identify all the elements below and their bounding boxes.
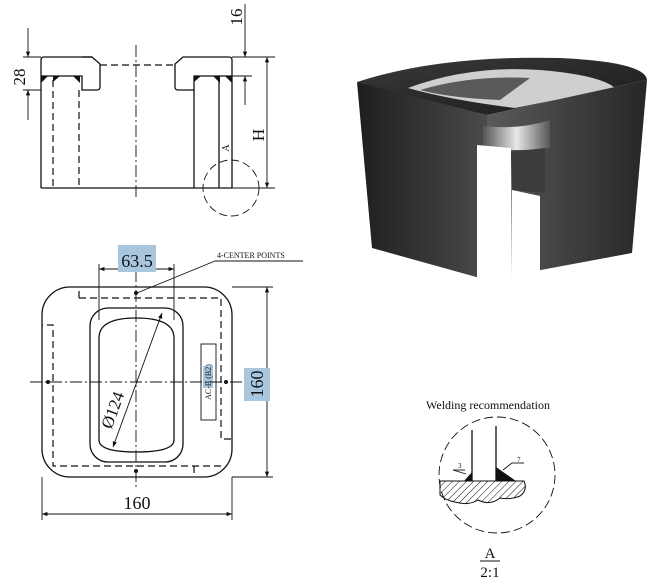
dim-depth: 160 (247, 371, 267, 398)
dim-slot-width: 63.5 (121, 251, 153, 271)
detail-marker: A (221, 144, 232, 152)
detail-title: Welding recommendation (426, 398, 550, 412)
dim-height: H (249, 129, 268, 141)
dim-diameter: Ø124 (97, 389, 128, 431)
dim-width: 160 (124, 493, 151, 513)
dim-top-thickness: 28 (10, 69, 29, 86)
detail-scale: 2:1 (480, 565, 499, 581)
weld-left-size: 3 (458, 462, 462, 470)
weld-right-size: 7 (517, 456, 521, 464)
3d-render (357, 57, 647, 283)
side-view: 28 16 H A (10, 4, 275, 217)
welding-detail: Welding recommendation 3 7 A 2:1 (426, 398, 556, 581)
detail-label: A (485, 546, 496, 562)
plan-view: AC-B (B2) 63.5 4-CENTER POINTS Ø124 160 … (30, 245, 303, 520)
marking-label: AC-B (B2) (204, 364, 213, 400)
center-points-note: 4-CENTER POINTS (217, 251, 285, 260)
dim-plate: 16 (227, 9, 246, 26)
